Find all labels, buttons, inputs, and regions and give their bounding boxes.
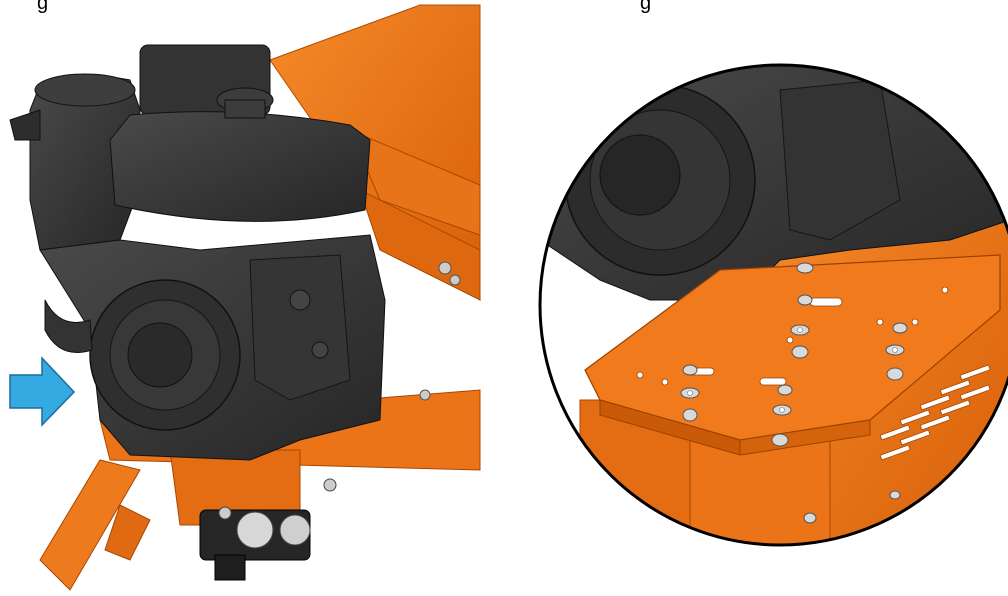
left-assembly-view	[9, 4, 481, 591]
engine	[9, 44, 386, 461]
mounting-hardware	[680, 262, 908, 524]
frame-bolts	[419, 261, 461, 401]
frame-rails	[39, 4, 481, 591]
header-caption-right: g	[640, 0, 652, 14]
magnifier-circle	[538, 63, 1008, 547]
header-caption-left: g	[37, 0, 49, 14]
clutch-assembly	[199, 478, 337, 581]
detail-magnified-view	[538, 63, 1008, 547]
direction-arrow-icon	[9, 356, 76, 427]
